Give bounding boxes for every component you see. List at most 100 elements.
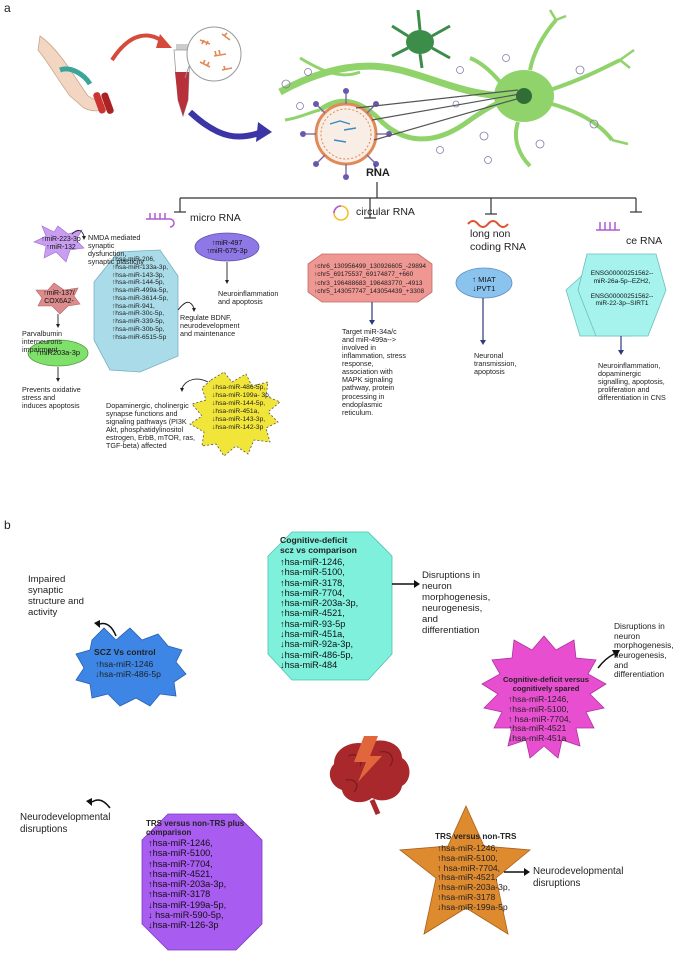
mirna-item: ↑hsa-miR-4521 [508,723,567,734]
mir675-line: ↑miR-675-3p [206,246,248,256]
effect-line: NMDA mediated [88,233,141,242]
effect-line: and [614,659,628,670]
effect-line: activity [28,607,58,619]
panel-a-label: a [4,1,11,15]
mirna-item: ↑hsa-miR-3614-5p, [112,294,169,302]
cerna-pentagon-body [577,253,667,337]
trs-plus-effect-text: Neurodevelopmental disruptions [20,812,110,836]
trs-plus-list: ↑hsa-miR-1246, ↑hsa-miR-5100, ↑hsa-miR-7… [148,838,226,931]
lncrna-effect-text: Neuronal transmission, apoptosis [474,351,517,376]
effect-line: Neuronal [474,351,504,360]
mirna-item: ↑ hsa-miR-7704, [508,713,572,724]
circular-rna-label: circular RNA [356,206,415,218]
effect-line: Neurodevelopmental [20,812,111,823]
effect-line: neuron [422,581,452,593]
mirna-item: ↑hsa-miR-1246, [148,838,213,848]
effect-line: response, [342,359,374,369]
mir223-line: ↑miR-223-3p [41,236,81,243]
mirna-item: ↑hsa-miR-143-3p, [112,271,165,279]
mir223-star-text: ↑miR-223-3p ↑miR-132 [36,236,86,252]
mirna-item: ↑hsa-miR-144-5p, [112,279,165,287]
scz-title: SCZ Vs control [94,647,156,657]
effect-line: neurogenesis, [614,649,667,660]
effect-line: dopaminergic [598,369,642,379]
bdnf-effect-text: Regulate BDNF, neurodevelopment and main… [180,313,240,338]
effect-line: reticulum. [342,407,374,417]
mirna-item: ↓hsa-miR-126-3p [148,920,219,931]
effect-line: transmission, [474,359,517,369]
trs-title: TRS versus non-TRS [435,832,517,841]
scz-star-shape [75,627,187,707]
mirna-item: ↓hsa-miR-451a, [212,408,260,416]
effect-line: morphogenesis, [614,640,674,651]
effect-line: disruptions [533,877,581,889]
effect-line: signalling, apoptosis, [598,377,665,387]
mir497-oval-shape [194,232,260,262]
effect-line: and [422,614,439,626]
arm-blood-draw-icon [37,35,114,114]
mirna-item: ↑hsa-miR-206, [112,256,155,263]
lncrna-oval-shape [455,267,513,299]
mirna-item: ↑hsa-miR-5100, [437,852,498,863]
trs-effect-text: Neurodevelopmental disruptions [533,866,623,890]
mir132-line: ↑miR-132 [46,243,76,251]
mirna-item: ↑hsa-miR-30b-5p, [112,325,165,333]
effect-line: Neuroinflammation [218,289,279,298]
effect-line: Dopaminergic, cholinergic [106,401,189,410]
neuroinflammation-effect-text: Neuroinflammation and apoptosis [218,289,279,307]
cognitive-octagon-shape [267,531,393,681]
effect-line: Regulate BDNF, [180,313,232,322]
effect-line: inflammation, stress [342,351,406,361]
effect-line: interneurons [22,337,62,347]
effect-line: processing in [342,391,385,401]
mirna-item: ↑hsa-miR-203a-3p, [437,882,511,893]
effect-line: and apoptosis [218,297,263,307]
effect-line: involved in [342,343,376,353]
cerna-icon [596,222,620,231]
effect-line: neurogenesis, [422,603,483,615]
title-line: TRS versus non-TRS plus [146,819,245,828]
effect-line: neuron [614,630,641,641]
mir497-line: ↑miR-497 [211,238,243,247]
mirna-item: ↓hsa-miR-144-5p, [212,400,266,408]
mirna-item: ↓hsa-miR-451a, [280,629,345,640]
mirna-item: ↑hsa-miR-4521, [280,608,345,619]
mir137-star-shape [35,282,81,315]
title-line: cognitively spared [512,683,580,693]
circrna-list: ↑chr6_130956499_130926605_-29894 ↑chr5_6… [314,263,426,297]
spared-list: ↑hsa-miR-1246, ↑hsa-miR-5100, ↑ hsa-miR-… [508,694,572,744]
mirna-item: ↓hsa-miR-484 [280,659,338,670]
effect-line: disruptions [20,823,68,835]
mirna-item: ↑hsa-miR-30c-5p, [112,310,165,318]
oxidative-effect-text: Prevents oxidative stress and induces ap… [22,385,81,411]
mirna-item: ↑hsa-miR-203a-3p, [148,879,227,890]
effect-line: synapse functions and [106,409,178,419]
brain-icon [329,736,410,815]
mir137-line: ↑miR-137/ [43,290,75,297]
exosome-icon [300,88,392,180]
effect-line: induces apoptosis [22,401,80,411]
effect-line: TGF-beta) affected [106,441,167,451]
effect-line: structure and [28,596,84,608]
effect-line: dysfunction, [88,249,127,259]
effect-line: signaling pathways (PI3K [106,417,187,427]
effect-line: MAPK signaling [342,375,393,385]
mirna-item: ↓hsa-miR-486-5p, [212,384,266,391]
mirna-item: ↑hsa-miR-3178, [280,577,345,588]
effect-line: impairment [22,345,58,355]
mir-hex-shape [93,249,179,373]
micro-rna-icon [146,213,175,228]
effect-line: Disruptions in [422,570,481,581]
spared-title: Cognitive-deficit versus cognitively spa… [496,675,596,693]
panel-b-label: b [4,518,11,532]
mirna-item: ↓hsa-miR-142-3p [212,424,264,432]
effect-line: proliferation and [598,385,650,395]
mirna-item: ↑hsa-miR-93-5p [280,618,346,629]
mirna-item: ↓hsa-miR-92a-3p, [280,639,354,650]
lncrna-label-line2: coding RNA [470,241,527,253]
circrna-item: ↑chr6_130956499_130926605_-29894 [314,263,427,270]
spared-star-shape [481,635,607,759]
cerna-line: ENSG00000251562-- [590,270,654,277]
circrna-effect-text: Target miR-34a/c and miR-499a--> involve… [342,327,406,417]
title-line: scz vs comparison [280,544,357,555]
